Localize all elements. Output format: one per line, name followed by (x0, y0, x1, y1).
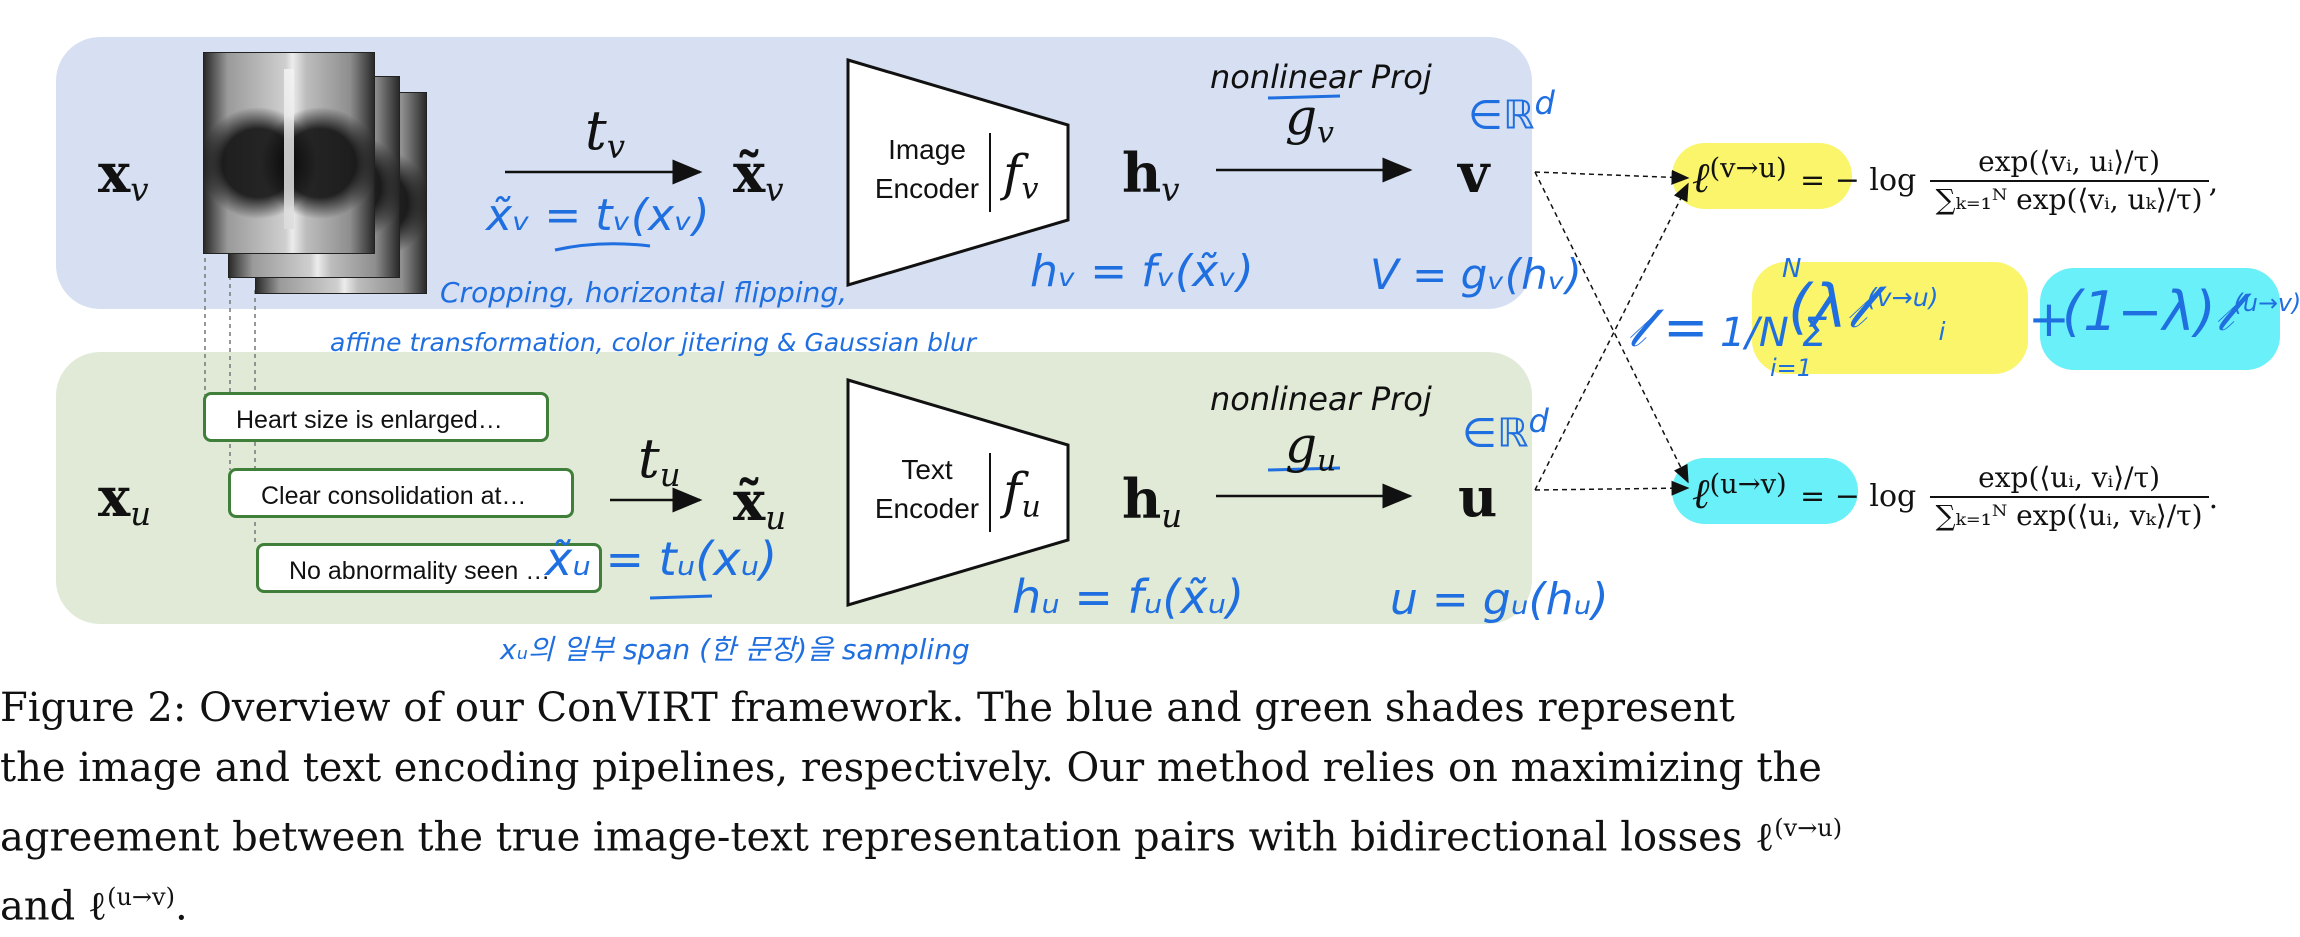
report-snippet-2: Clear consolidation at… (228, 468, 574, 518)
underline-tv (554, 242, 651, 252)
hw-xu-eq: x̃ᵤ = tᵤ(xᵤ) (545, 532, 778, 586)
fu-label: fu (1003, 462, 1041, 525)
loss-uv-highlight (1672, 458, 1858, 524)
hw-total-loss-lhs: 𝓁 = (1628, 296, 1709, 359)
image-proj-note: nonlinear Proj (1210, 58, 1432, 96)
v-to-loss-vu (1534, 169, 1690, 185)
image-encoder-shape (846, 57, 1070, 288)
u-output-label: u (1458, 465, 1498, 529)
xu-tilde-label: x̃u (733, 469, 787, 538)
hw-hv-eq: hᵥ = fᵥ(x̃ᵥ) (1030, 246, 1254, 297)
gu-label: gu (1285, 416, 1337, 479)
hw-sum-upper: N (1782, 254, 1802, 284)
hw-hu-eq: hᵤ = fᵤ(x̃ᵤ) (1012, 570, 1245, 624)
underline-gu (1267, 466, 1341, 472)
caption-line-1: Figure 2: Overview of our ConVIRT framew… (0, 685, 1735, 731)
caption-line-3: agreement between the true image-text re… (0, 814, 1843, 861)
term1-highlight (1752, 262, 2028, 374)
hw-term2: (1−λ)𝓁(u→v)i) (2062, 280, 2300, 343)
hw-aug-list-1: Cropping, horizontal flipping, (440, 276, 848, 309)
underline-gv (1267, 94, 1341, 100)
loss-vu-formula: ℓ(v→u) = − log exp(⟨vᵢ, uᵢ⟩/τ)∑ₖ₌₁ᴺ exp(… (1692, 145, 2219, 216)
hw-sum-lower: i=1 (1770, 354, 1813, 382)
xu-input-label: xu (98, 465, 152, 534)
hw-u-eq: u = gᵤ(hᵤ) (1390, 574, 1609, 625)
gv-label: gv (1285, 88, 1334, 151)
u-to-loss-vu (1534, 182, 1689, 491)
caption-line-4: and ℓ(u→v). (0, 883, 188, 930)
hw-xv-eq: x̃ᵥ = tᵥ(xᵥ) (486, 190, 710, 241)
hw-plus: + (2028, 290, 2070, 348)
text-proj-note: nonlinear Proj (1210, 380, 1432, 418)
u-space-note: ∈ℝd (1462, 402, 1549, 457)
caption-line-2: the image and text encoding pipelines, r… (0, 745, 1822, 791)
v-output-label: v (1458, 141, 1490, 205)
report-snippet-1: Heart size is enlarged… (203, 392, 549, 442)
report-snippet-3: No abnormality seen … (256, 543, 602, 593)
hw-aug-list-2: affine transformation, color jitering & … (330, 328, 977, 357)
figure-caption: Figure 2: Overview of our ConVIRT framew… (0, 678, 1900, 937)
xray-image-1 (203, 52, 375, 254)
hv-label: hv (1122, 141, 1180, 210)
underline-tu (649, 594, 713, 600)
hw-term1: (λ𝓁(v→u)i (1788, 272, 1946, 346)
hw-v-eq: V = gᵥ(hᵥ) (1370, 250, 1582, 299)
loss-vu-highlight (1672, 143, 1852, 209)
hw-total-loss-sum: 1/N Σ (1720, 310, 1827, 356)
tv-label: tv (585, 99, 626, 167)
v-to-loss-uv (1534, 171, 1689, 484)
loss-uv-formula: ℓ(u→v) = − log exp(⟨uᵢ, vᵢ⟩/τ)∑ₖ₌₁ᴺ exp(… (1692, 461, 2219, 532)
xv-tilde-label: x̃v (733, 141, 784, 210)
u-to-loss-uv (1534, 480, 1690, 496)
term2-highlight (2040, 268, 2280, 370)
text-encoder-shape (846, 377, 1070, 608)
xv-input-label: xv (98, 141, 149, 210)
hu-label: hu (1122, 467, 1183, 536)
fv-label: fv (1003, 144, 1039, 207)
v-space-note: ∈ℝd (1468, 84, 1555, 139)
tu-label: tu (638, 427, 681, 495)
hw-span-note: xᵤ의 일부 span (한 문장)을 sampling (500, 633, 970, 666)
